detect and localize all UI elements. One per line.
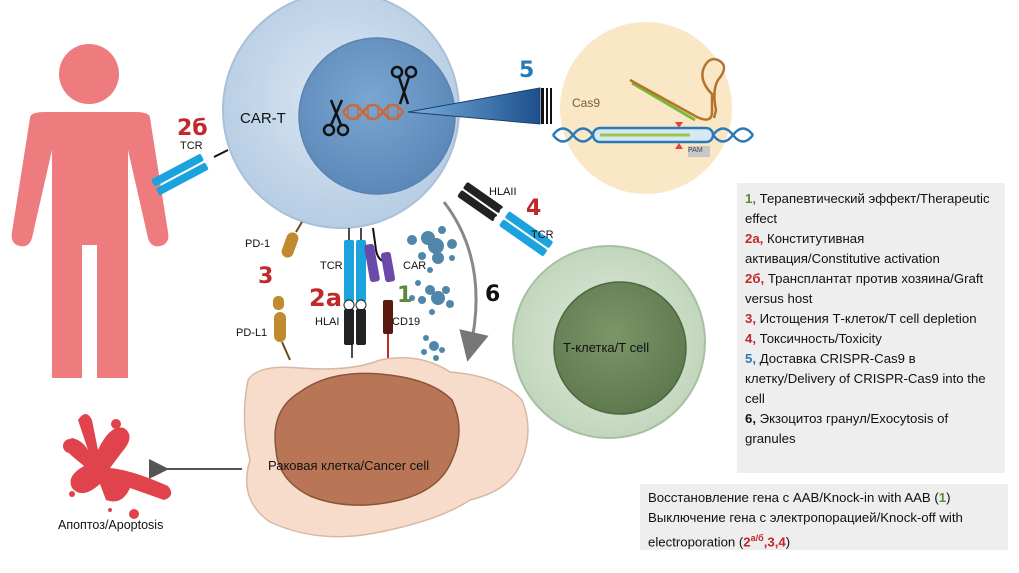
legend-text: Терапевтический эффект/Therapeutic effec… xyxy=(745,191,990,226)
note-text: ) xyxy=(785,534,791,550)
cd19-label: CD19 xyxy=(392,316,421,328)
cas9-complex xyxy=(552,22,754,194)
granules-icon xyxy=(407,226,457,361)
legend-item: 2б, Трансплантат против хозяина/Graft ve… xyxy=(745,269,997,309)
legend-panel: 1, Терапевтический эффект/Therapeutic ef… xyxy=(737,183,1005,473)
exocytosis-arrow xyxy=(442,201,489,362)
pd1-pdl1 xyxy=(273,221,303,361)
marker-3: 3 xyxy=(258,264,274,289)
car-label: CAR xyxy=(403,260,427,272)
note-text: ) xyxy=(946,490,951,505)
legend-item: 4, Токсичность/Toxicity xyxy=(745,329,997,349)
legend-key: 4, xyxy=(745,331,756,346)
car-t-cell xyxy=(222,0,460,229)
pd1-label: PD-1 xyxy=(245,238,271,250)
legend-text: Экзоцитоз гранул/Exocytosis of granules xyxy=(745,411,949,446)
tcr-hlai-complex xyxy=(343,228,367,358)
legend-item: 6, Экзоцитоз гранул/Exocytosis of granul… xyxy=(745,409,997,449)
cancer-cell xyxy=(243,357,529,538)
t-cell-label: Т-клетка/T cell xyxy=(563,340,650,355)
car-t-label: CAR-T xyxy=(240,110,286,127)
legend-item: 2а, Конститутивная активация/Constitutiv… xyxy=(745,229,997,269)
legend-text: Трансплантат против хозяина/Graft versus… xyxy=(745,271,984,306)
legend-key: 2а, xyxy=(745,231,764,246)
method-note-panel: Восстановление гена с AAB/Knock-in with … xyxy=(640,484,1008,550)
legend-item: 5, Доставка CRISPR-Cas9 в клетку/Deliver… xyxy=(745,349,997,409)
tcr-label-left: TCR xyxy=(180,140,203,152)
car-receptor xyxy=(364,227,396,283)
note-text: Восстановление гена с AAB/Knock-in with … xyxy=(648,490,939,505)
note-key: 1 xyxy=(938,490,947,505)
tcr-label-right: TCR xyxy=(531,229,554,241)
tcr-label-center: TCR xyxy=(320,260,343,272)
legend-text: Токсичность/Toxicity xyxy=(756,331,882,346)
note-line-knock-off: Выключение гена с электропорацией/Knock-… xyxy=(648,508,1000,552)
marker-2a: 2a xyxy=(309,284,342,312)
scissors-icon xyxy=(322,99,350,137)
legend-key: 1, xyxy=(745,191,756,206)
legend-key: 5, xyxy=(745,351,756,366)
hlai-label: HLAI xyxy=(315,316,340,328)
legend-item: 1, Терапевтический эффект/Therapeutic ef… xyxy=(745,189,997,229)
cancer-cell-label: Раковая клетка/Cancer cell xyxy=(268,458,430,473)
note-line-knock-in: Восстановление гена с AAB/Knock-in with … xyxy=(648,488,1000,508)
legend-key: 3, xyxy=(745,311,756,326)
pdl1-label: PD-L1 xyxy=(236,327,268,339)
marker-6: 6 xyxy=(485,282,501,307)
marker-4: 4 xyxy=(526,196,542,221)
apoptosis-splash-icon xyxy=(63,414,172,519)
tcr-receptor-left xyxy=(151,149,229,195)
apoptosis-label: Апоптоз/Apoptosis xyxy=(58,518,164,532)
note-key: 2 xyxy=(743,534,751,550)
t-cell xyxy=(512,245,706,439)
legend-item: 3, Истощения Т-клеток/T cell depletion xyxy=(745,309,997,329)
dna-helix-icon xyxy=(341,103,405,121)
legend-text: Истощения Т-клеток/T cell depletion xyxy=(756,311,977,326)
note-key-sup: а/б xyxy=(750,533,764,543)
note-text: Выключение гена с электропорацией/Knock-… xyxy=(648,510,963,550)
pam-label: PAM xyxy=(688,147,703,154)
marker-5: 5 xyxy=(519,58,535,83)
marker-2b: 2б xyxy=(177,116,208,141)
note-key: ,3,4 xyxy=(763,534,786,550)
needle-icon xyxy=(407,87,552,125)
legend-key: 2б, xyxy=(745,271,765,286)
human-figure-icon xyxy=(11,44,169,378)
hlaii-tcr-complex xyxy=(457,182,553,256)
legend-key: 6, xyxy=(745,411,756,426)
hlaii-label: HLAII xyxy=(489,186,517,198)
legend-text: Доставка CRISPR-Cas9 в клетку/Delivery o… xyxy=(745,351,986,406)
cd19-antigen xyxy=(383,300,393,358)
scissors-icon xyxy=(390,65,418,105)
legend-text: Конститутивная активация/Constitutive ac… xyxy=(745,231,940,266)
marker-1: 1 xyxy=(397,283,413,308)
cas9-label: Cas9 xyxy=(572,96,601,110)
